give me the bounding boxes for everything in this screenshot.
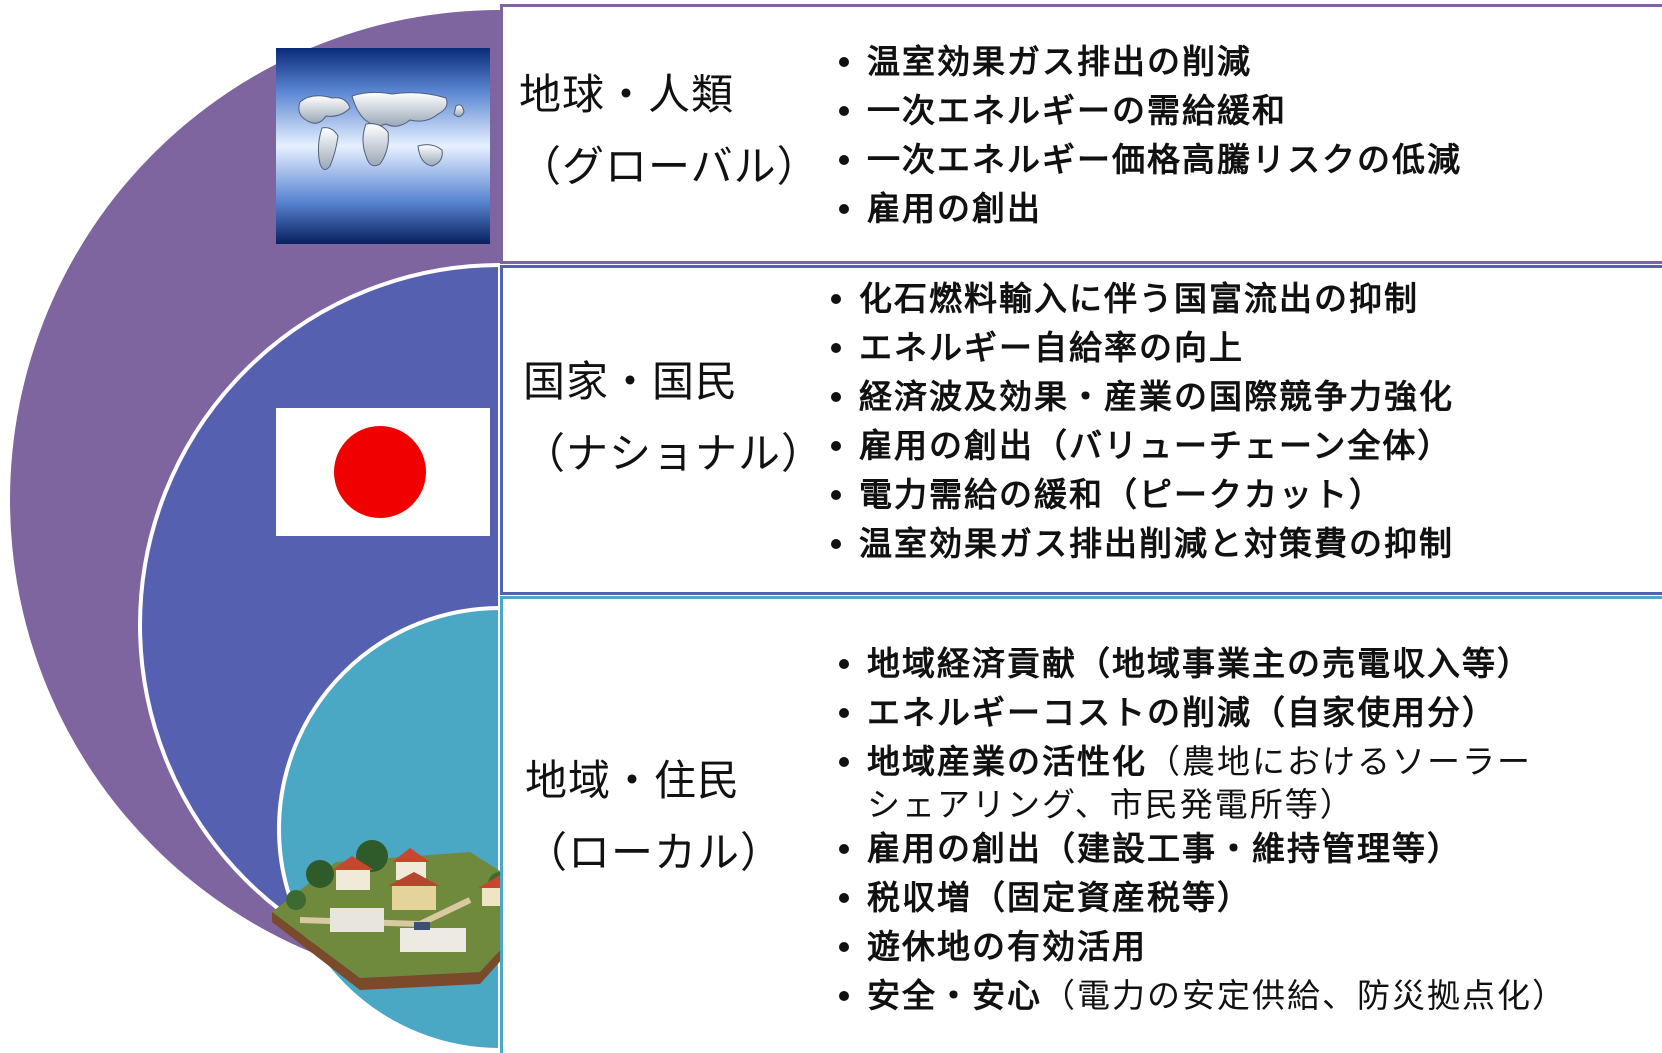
list-item: 雇用の創出（建設工事・維持管理等）	[833, 824, 1567, 873]
level-title-line2: （ナショナル）	[523, 429, 825, 478]
level-panel-national: 国家・国民 （ナショナル） 化石燃料輸入に伴う国富流出の抑制 エネルギー自給率の…	[500, 265, 1662, 595]
list-item: 税収増（固定資産税等）	[833, 873, 1567, 922]
world-map-icon	[276, 48, 490, 244]
level-panel-global: 地球・人類 （グローバル） 温室効果ガス排出の削減 一次エネルギーの需給緩和 一…	[500, 4, 1662, 264]
list-item: 電力需給の緩和（ピークカット）	[825, 470, 1454, 519]
level-title-national: 国家・国民 （ナショナル）	[523, 346, 824, 490]
benefit-list-global: 温室効果ガス排出の削減 一次エネルギーの需給緩和 一次エネルギー価格高騰リスクの…	[833, 37, 1462, 233]
list-item: 経済波及効果・産業の国際競争力強化	[825, 372, 1454, 421]
benefit-list-local: 地域経済貢献（地域事業主の売電収入等） エネルギーコストの削減（自家使用分） 地…	[833, 639, 1567, 1020]
japan-flag-icon	[276, 408, 490, 536]
list-item: 温室効果ガス排出の削減	[833, 37, 1462, 86]
level-title-line1: 地球・人類	[519, 70, 735, 119]
level-panel-local: 地域・住民 （ローカル） 地域経済貢献（地域事業主の売電収入等） エネルギーコス…	[500, 596, 1662, 1053]
list-item: 一次エネルギー価格高騰リスクの低減	[833, 135, 1462, 184]
list-item: 安全・安心（電力の安定供給、防災拠点化）	[833, 971, 1567, 1020]
list-item: 遊休地の有効活用	[833, 922, 1567, 971]
level-title-line1: 国家・国民	[523, 357, 739, 406]
benefit-list-national: 化石燃料輸入に伴う国富流出の抑制 エネルギー自給率の向上 経済波及効果・産業の国…	[825, 274, 1454, 568]
list-item: 化石燃料輸入に伴う国富流出の抑制	[825, 274, 1454, 323]
list-item: 雇用の創出（バリューチェーン全体）	[825, 421, 1454, 470]
list-item: エネルギーコストの削減（自家使用分）	[833, 688, 1567, 737]
list-item: 地域産業の活性化（農地におけるソーラーシェアリング、市民発電所等）	[833, 737, 1567, 824]
level-title-line2: （ローカル）	[525, 828, 784, 877]
level-title-global: 地球・人類 （グローバル）	[519, 59, 820, 203]
list-item: 温室効果ガス排出削減と対策費の抑制	[825, 519, 1454, 568]
list-item: 一次エネルギーの需給緩和	[833, 86, 1462, 135]
level-title-local: 地域・住民 （ローカル）	[525, 745, 783, 889]
list-item: 地域経済貢献（地域事業主の売電収入等）	[833, 639, 1567, 688]
list-item: 雇用の創出	[833, 184, 1462, 233]
list-item: エネルギー自給率の向上	[825, 323, 1454, 372]
level-title-line2: （グローバル）	[519, 142, 820, 191]
level-title-line1: 地域・住民	[525, 756, 741, 805]
